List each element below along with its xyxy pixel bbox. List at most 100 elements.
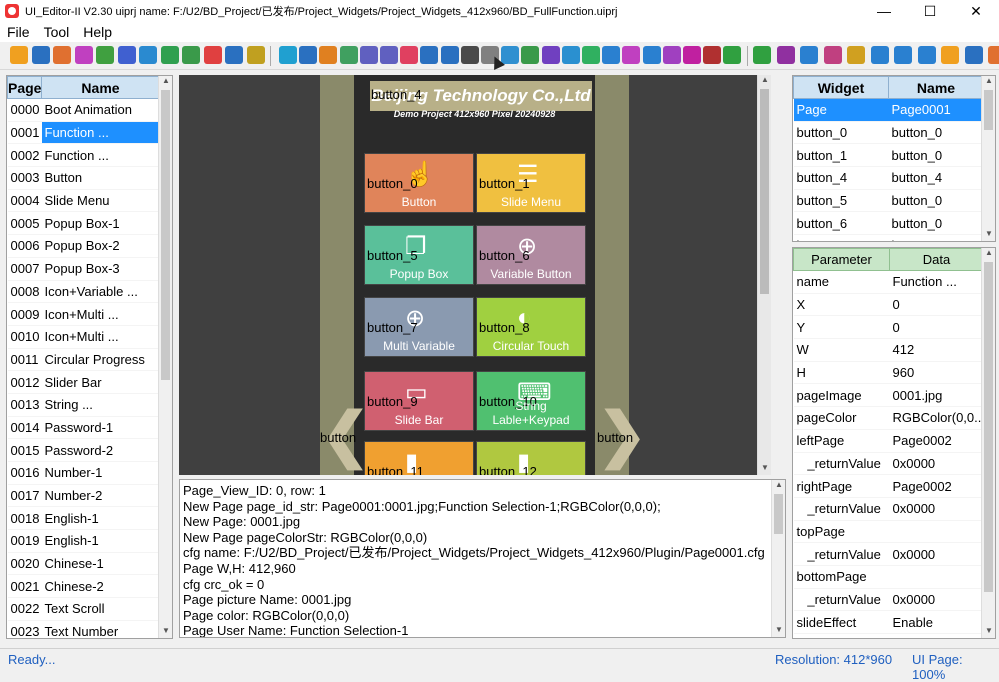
toolbar-tool-icon[interactable] — [441, 46, 459, 64]
pages-scrollbar[interactable]: ▲ ▼ — [158, 76, 172, 638]
page-id[interactable]: 0008 — [7, 280, 42, 304]
param-row[interactable]: topPage — [793, 520, 984, 544]
toolbar-tool-icon[interactable] — [663, 46, 681, 64]
page-name[interactable]: Icon+Variable ... — [41, 280, 160, 304]
param-value[interactable]: 0 — [889, 293, 984, 317]
param-value[interactable] — [889, 520, 984, 544]
page-name[interactable]: Function ... — [41, 121, 160, 145]
page-id[interactable]: 0018 — [7, 506, 42, 531]
param-value[interactable]: Function ... — [889, 270, 984, 294]
page-name[interactable]: English-1 — [41, 529, 160, 553]
toolbar-tool-icon[interactable] — [96, 46, 114, 64]
preview-tile-button[interactable]: ▮button_12 — [476, 441, 586, 475]
toolbar-tool-icon[interactable] — [521, 46, 539, 64]
widget-row[interactable]: button_7button_0 — [793, 234, 984, 241]
toolbar-tool-icon[interactable] — [139, 46, 157, 64]
scroll-up-icon[interactable]: ▲ — [985, 76, 993, 85]
toolbar-tool-icon[interactable] — [602, 46, 620, 64]
scroll-down-icon[interactable]: ▼ — [985, 626, 993, 635]
toolbar-tool-icon[interactable] — [941, 46, 959, 64]
scroll-up-icon[interactable]: ▲ — [985, 248, 993, 257]
menu-file[interactable]: File — [7, 24, 30, 40]
toolbar-tool-icon[interactable] — [225, 46, 243, 64]
toolbar-tool-icon[interactable] — [918, 46, 936, 64]
maximize-button[interactable]: ☐ — [923, 2, 937, 19]
param-value[interactable]: 0 — [889, 633, 984, 638]
page-name[interactable]: String ... — [41, 393, 160, 417]
param-header-parameter[interactable]: Parameter — [793, 248, 890, 271]
page-id[interactable]: 0014 — [7, 416, 42, 440]
toolbar-tool-icon[interactable] — [461, 46, 479, 64]
page-name[interactable]: Icon+Multi ... — [41, 302, 160, 326]
param-value[interactable]: 0001.jpg — [889, 383, 984, 408]
page-name[interactable]: Popup Box-3 — [41, 257, 160, 281]
page-id[interactable]: 0015 — [7, 438, 42, 462]
page-name[interactable]: Number-2 — [41, 484, 160, 508]
menu-help[interactable]: Help — [83, 24, 113, 40]
toolbar-tool-icon[interactable] — [481, 46, 499, 64]
menu-tool[interactable]: Tool — [43, 24, 70, 40]
page-id[interactable]: 0002 — [7, 143, 42, 168]
scroll-up-icon[interactable]: ▲ — [162, 76, 170, 85]
widget-name[interactable]: button_0 — [888, 143, 984, 168]
param-value[interactable] — [889, 565, 984, 589]
widget-name[interactable]: button_0 — [888, 211, 984, 236]
page-id[interactable]: 0019 — [7, 529, 42, 553]
scroll-thumb[interactable] — [760, 89, 769, 294]
right-arrow-icon[interactable]: ❯ — [597, 401, 648, 468]
widget-name[interactable]: Page0001 — [888, 98, 984, 122]
param-value[interactable]: Page0002 — [889, 474, 984, 498]
page-id[interactable]: 0003 — [7, 166, 42, 190]
scroll-thumb[interactable] — [161, 90, 170, 380]
left-arrow-icon[interactable]: ❮ — [320, 401, 371, 468]
page-name[interactable]: Slide Menu — [41, 189, 160, 213]
toolbar-tool-icon[interactable] — [965, 46, 983, 64]
toolbar-tool-icon[interactable] — [340, 46, 358, 64]
widget-name[interactable]: button_0 — [888, 234, 984, 241]
toolbar-tool-icon[interactable] — [824, 46, 842, 64]
param-value[interactable]: 0x0000 — [889, 542, 984, 566]
page-name[interactable]: Popup Box-2 — [41, 234, 160, 258]
page-name[interactable]: Chinese-2 — [41, 574, 160, 599]
toolbar-tool-icon[interactable] — [753, 46, 771, 64]
page-name[interactable]: Function ... — [41, 143, 160, 168]
scroll-up-icon[interactable]: ▲ — [775, 480, 783, 489]
page-name[interactable]: Slider Bar — [41, 370, 160, 394]
widget-id[interactable]: button_4 — [793, 166, 889, 190]
toolbar-tool-icon[interactable] — [420, 46, 438, 64]
param-value[interactable]: Enable — [889, 610, 984, 634]
param-value[interactable]: 0x0000 — [889, 452, 984, 476]
param-scrollbar[interactable]: ▲ ▼ — [981, 248, 995, 638]
toolbar-tool-icon[interactable] — [723, 46, 741, 64]
toolbar-tool-icon[interactable] — [53, 46, 71, 64]
toolbar-tool-icon[interactable] — [299, 46, 317, 64]
scroll-down-icon[interactable]: ▼ — [162, 626, 170, 635]
page-name[interactable]: English-1 — [41, 506, 160, 531]
toolbar-tool-icon[interactable] — [562, 46, 580, 64]
page-id[interactable]: 0017 — [7, 484, 42, 508]
param-value[interactable]: 0x0000 — [889, 588, 984, 612]
param-header-data[interactable]: Data — [889, 248, 984, 271]
pages-header-name[interactable]: Name — [41, 76, 160, 99]
